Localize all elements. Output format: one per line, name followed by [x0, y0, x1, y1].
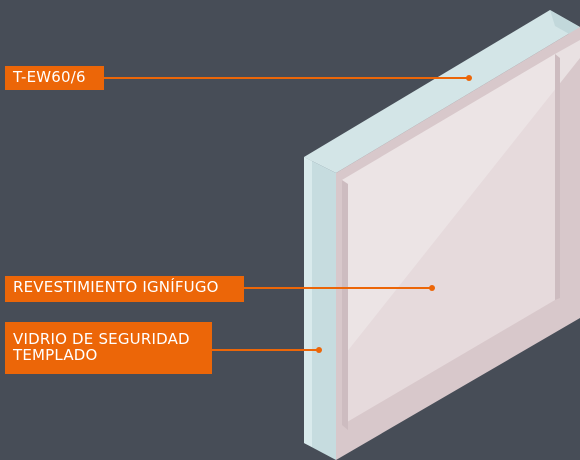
glass-left-edge-highlight — [304, 157, 312, 447]
label-fire-coating: REVESTIMIENTO IGNÍFUGO — [5, 276, 244, 302]
leader-dot-middle — [429, 285, 435, 291]
coating-shadow-right — [555, 54, 560, 300]
leader-dot-bottom — [316, 347, 322, 353]
coating-shadow — [342, 180, 348, 430]
glass-reflection — [342, 40, 580, 358]
label-t-ew60-6: T-EW60/6 — [5, 66, 104, 90]
glass-top-edge — [304, 10, 580, 173]
leader-dot-top — [466, 75, 472, 81]
label-tempered-safety-glass: VIDRIO DE SEGURIDAD TEMPLADO — [5, 322, 212, 374]
